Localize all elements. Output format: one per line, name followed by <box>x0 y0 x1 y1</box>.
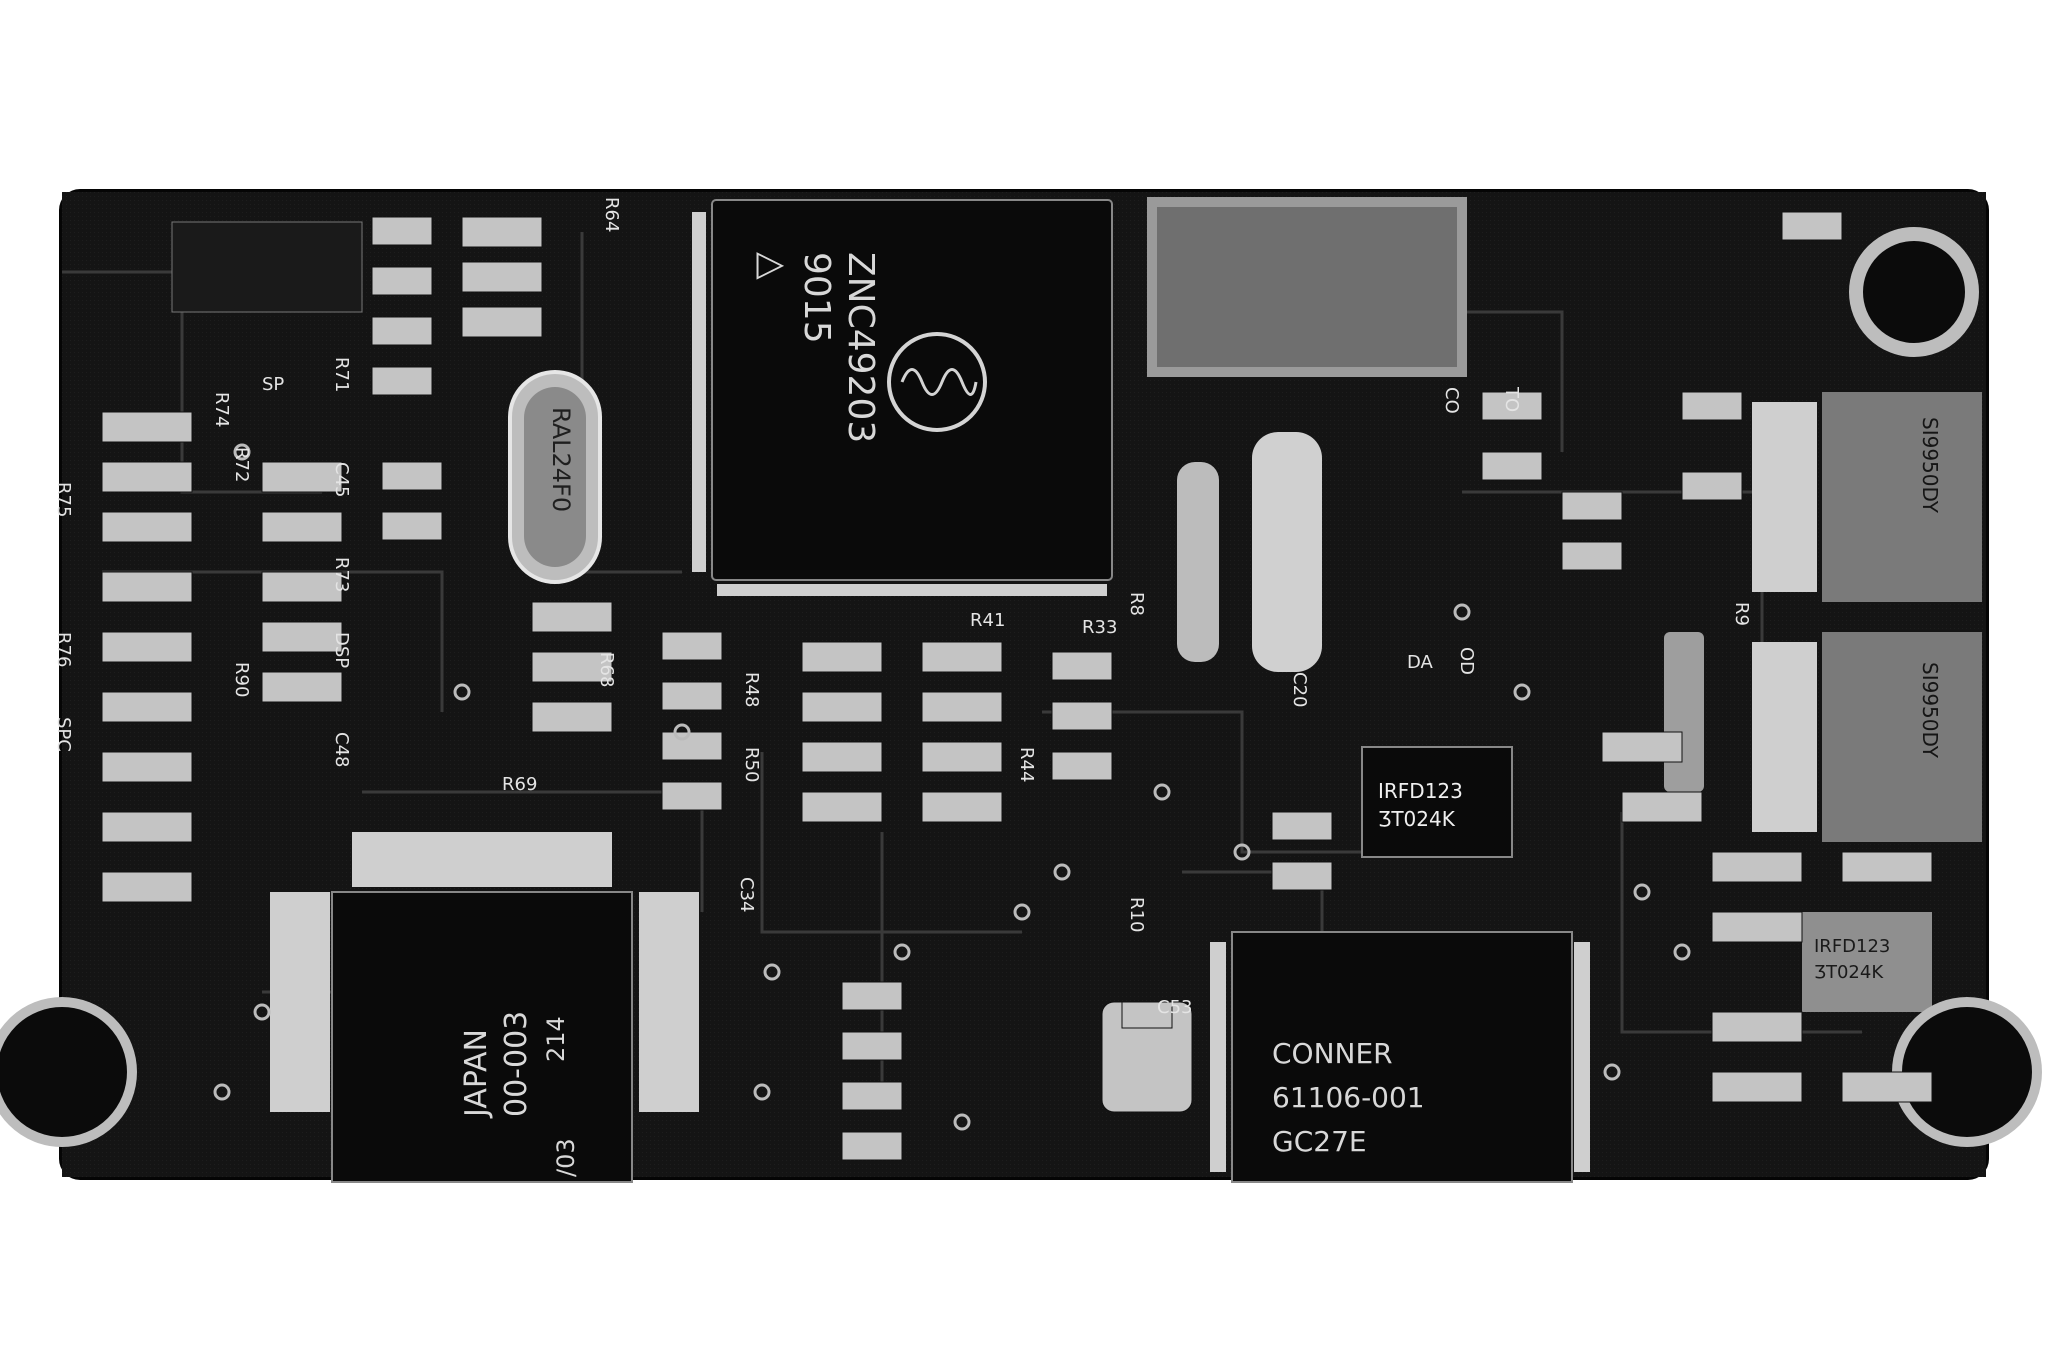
designator-r33: R33 <box>1082 617 1118 638</box>
designator-c20: C20 <box>1289 672 1310 708</box>
chip-conner <box>1231 931 1573 1183</box>
designator-od: OD <box>1456 647 1477 676</box>
designator-da: DA <box>1407 652 1433 673</box>
chip-pins <box>270 212 1817 1172</box>
chip-znc49203 <box>711 199 1113 581</box>
chip-part-number: IRFD123 <box>1814 936 1891 957</box>
chip-conner-label: CONNER 61106-001 GC27E <box>1272 1032 1425 1164</box>
chip-japan-code-2: /03 <box>552 1138 580 1177</box>
diode <box>1664 632 1704 792</box>
chip-si-a <box>1822 392 1982 602</box>
crystal-label: RAL24F0 <box>547 407 575 513</box>
designator-r72: R72 <box>231 447 252 483</box>
manufacturer-logo-icon <box>887 332 987 432</box>
designator-r71: R71 <box>331 357 352 393</box>
chip-mark: △ <box>752 252 793 280</box>
designator-c48: C48 <box>331 732 352 768</box>
designator-r64: R64 <box>601 197 622 233</box>
resistor-b <box>1252 432 1322 672</box>
designator-r10: R10 <box>1126 897 1147 933</box>
chip-irfd-b <box>1802 912 1932 1012</box>
chip-small-tl <box>171 221 363 313</box>
designator-r76: R76 <box>53 632 74 668</box>
chip-japan-code: 214 <box>542 1016 570 1062</box>
chip-part-number: IRFD123 <box>1378 779 1463 803</box>
chip-irfd-a-label: IRFD123 ƷT024K <box>1378 777 1463 833</box>
designator-r41: R41 <box>970 610 1006 631</box>
designator-c34: C34 <box>736 877 757 913</box>
designator-co: CO <box>1441 387 1462 414</box>
designator-spc: SPC <box>53 717 74 752</box>
smd-components <box>101 211 1933 1161</box>
chip-part-number: ZNC49203 <box>840 252 881 444</box>
designator-r90: R90 <box>231 662 252 698</box>
pcb-mousepad: ZNC49203 9015 △ JAPAN 00-003 214 /03 CON… <box>0 192 2042 1183</box>
designator-r48: R48 <box>741 672 762 708</box>
designator-r9: R9 <box>1731 602 1752 626</box>
chip-date-code: ƷT024K <box>1814 962 1884 983</box>
designator-r73: R73 <box>331 557 352 593</box>
designator-r44: R44 <box>1016 747 1037 783</box>
chip-part-number: 00-003 <box>499 1010 534 1117</box>
vias <box>213 443 1691 1131</box>
pcb-illustration <box>0 192 2042 1183</box>
chip-si-b-label: SI9950DY <box>1918 662 1942 759</box>
chip-origin: JAPAN <box>459 1029 494 1117</box>
chip-znc49203-label: ZNC49203 9015 △ <box>750 252 882 443</box>
chip-irfd-b-label: IRFD123 ƷT024K <box>1814 934 1890 986</box>
resistor-a <box>1177 462 1219 662</box>
designator-r74: R74 <box>211 392 232 428</box>
chip-brand: CONNER <box>1272 1037 1393 1070</box>
chip-si-a-label: SI9950DY <box>1918 417 1942 514</box>
designator-r69: R69 <box>502 774 538 795</box>
designator-c45: C45 <box>331 462 352 498</box>
designator-sp: SP <box>262 374 285 395</box>
mounting-hole-left <box>0 997 137 1147</box>
designator-c53: C53 <box>1157 997 1193 1018</box>
chip-japan <box>331 891 633 1183</box>
mounting-hole-top <box>1849 227 1979 357</box>
chip-japan-label: JAPAN 00-003 <box>457 1011 537 1117</box>
designator-r50: R50 <box>741 747 762 783</box>
chip-date-code: ƷT024K <box>1378 807 1455 831</box>
designator-r68: R68 <box>596 652 617 688</box>
chip-irfd-a <box>1361 746 1513 858</box>
chip-part-number: 61106-001 <box>1272 1081 1425 1114</box>
chip-date-code: GC27E <box>1272 1125 1367 1158</box>
designator-dsp: DSP <box>331 632 352 669</box>
designator-r8: R8 <box>1126 592 1147 616</box>
designator-to: TO <box>1501 387 1522 413</box>
chip-date-code: 9015 <box>796 252 837 344</box>
designator-r75: R75 <box>53 482 74 518</box>
chip-si-b <box>1822 632 1982 842</box>
